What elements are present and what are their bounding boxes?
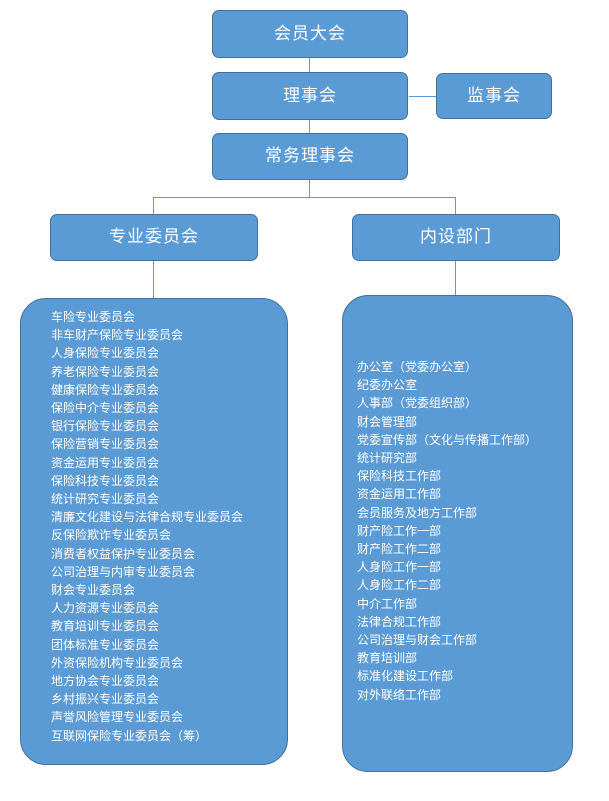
list-item[interactable]: 银行保险专业委员会	[51, 419, 160, 434]
node-standing-council[interactable]: 常务理事会	[212, 133, 408, 180]
list-item[interactable]: 保险科技专业委员会	[51, 473, 160, 488]
list-item[interactable]: 清廉文化建设与法律合规专业委员会	[51, 510, 244, 525]
list-item[interactable]: 中介工作部	[357, 596, 418, 611]
node-council[interactable]: 理事会	[212, 72, 408, 120]
node-council-label: 理事会	[283, 85, 337, 106]
list-item[interactable]: 纪委办公室	[357, 378, 418, 393]
node-assembly[interactable]: 会员大会	[212, 10, 408, 58]
list-item[interactable]: 教育培训专业委员会	[51, 619, 160, 634]
list-item[interactable]: 健康保险专业委员会	[51, 382, 160, 397]
list-item[interactable]: 公司治理与内审专业委员会	[51, 564, 196, 579]
list-item[interactable]: 人身保险专业委员会	[51, 346, 160, 361]
list-item[interactable]: 会员服务及地方工作部	[357, 505, 478, 520]
list-item[interactable]: 人事部（党委组织部）	[357, 396, 478, 411]
list-item[interactable]: 资金运用工作部	[357, 487, 442, 502]
panel-departments: 办公室（党委办公室） 纪委办公室人事部（党委组织部） 财会管理部党委宣传部（文化与传…	[342, 295, 573, 772]
list-item[interactable]: 财会管理部	[357, 414, 418, 429]
connector-departments-to-panel	[455, 261, 456, 295]
node-assembly-label: 会员大会	[274, 23, 346, 44]
connector-bus-to-committees	[153, 197, 154, 214]
list-item[interactable]: 办公室（党委办公室）	[357, 360, 478, 374]
node-standing-council-label: 常务理事会	[265, 146, 355, 167]
list-item[interactable]: 财产险工作二部	[357, 542, 442, 557]
node-departments-header-label: 内设部门	[420, 227, 492, 248]
list-item[interactable]: 财会专业委员会	[51, 583, 136, 598]
departments-list: 办公室（党委办公室） 纪委办公室人事部（党委组织部） 财会管理部党委宣传部（文化与传…	[357, 358, 564, 704]
connector-bus-to-departments	[455, 197, 456, 214]
list-item[interactable]: 声誉风险管理专业委员会	[51, 710, 184, 725]
list-item[interactable]: 保险营销专业委员会	[51, 437, 160, 452]
list-item[interactable]: 对外联络工作部	[357, 687, 442, 702]
list-item[interactable]: 消费者权益保护专业委员会	[51, 546, 196, 561]
list-item[interactable]: 统计研究部	[357, 451, 418, 466]
connector-council-to-supervisory	[409, 96, 436, 97]
list-item[interactable]: 保险中介专业委员会	[51, 401, 160, 416]
node-supervisory-label: 监事会	[467, 85, 521, 106]
list-item[interactable]: 人身险工作一部	[357, 560, 442, 575]
list-item[interactable]: 法律合规工作部	[357, 614, 442, 629]
list-item[interactable]: 地方协会专业委员会	[51, 674, 160, 689]
panel-committees: 车险专业委员会非车财产保险专业委员会人身保险专业委员会养老保险专业委员会健康保险…	[20, 298, 288, 765]
connector-assembly-to-council	[309, 58, 310, 73]
list-item[interactable]: 乡村振兴专业委员会	[51, 692, 160, 707]
list-item[interactable]: 外资保险机构专业委员会	[51, 655, 184, 670]
list-item[interactable]: 资金运用专业委员会	[51, 455, 160, 470]
list-item[interactable]: 车险专业委员会	[51, 310, 136, 324]
connector-standing-down	[309, 180, 310, 197]
list-item[interactable]: 公司治理与财会工作部	[357, 633, 478, 648]
committees-list: 车险专业委员会非车财产保险专业委员会人身保险专业委员会养老保险专业委员会健康保险…	[51, 308, 279, 745]
list-item[interactable]: 反保险欺诈专业委员会	[51, 528, 172, 543]
node-committees-header-label: 专业委员会	[109, 227, 199, 248]
list-item[interactable]: 养老保险专业委员会	[51, 364, 160, 379]
list-item[interactable]: 财产险工作一部	[357, 523, 442, 538]
node-departments-header[interactable]: 内设部门	[352, 214, 560, 261]
list-item[interactable]: 标准化建设工作部	[357, 669, 454, 684]
connector-committees-to-panel	[153, 261, 154, 298]
node-committees-header[interactable]: 专业委员会	[50, 214, 258, 261]
list-item[interactable]: 非车财产保险专业委员会	[51, 328, 184, 343]
list-item[interactable]: 人力资源专业委员会	[51, 601, 160, 616]
list-item[interactable]: 教育培训部	[357, 651, 418, 666]
list-item[interactable]: 党委宣传部（文化与传播工作部）	[357, 432, 538, 447]
list-item[interactable]: 互联网保险专业委员会（筹）	[51, 728, 208, 743]
node-supervisory[interactable]: 监事会	[436, 73, 552, 119]
list-item[interactable]: 团体标准专业委员会	[51, 637, 160, 652]
list-item[interactable]: 统计研究专业委员会	[51, 492, 160, 507]
connector-bus-horizontal	[153, 197, 455, 198]
list-item[interactable]: 人身险工作二部	[357, 578, 442, 593]
list-item[interactable]: 保险科技工作部	[357, 469, 442, 484]
connector-council-to-standing	[309, 119, 310, 134]
